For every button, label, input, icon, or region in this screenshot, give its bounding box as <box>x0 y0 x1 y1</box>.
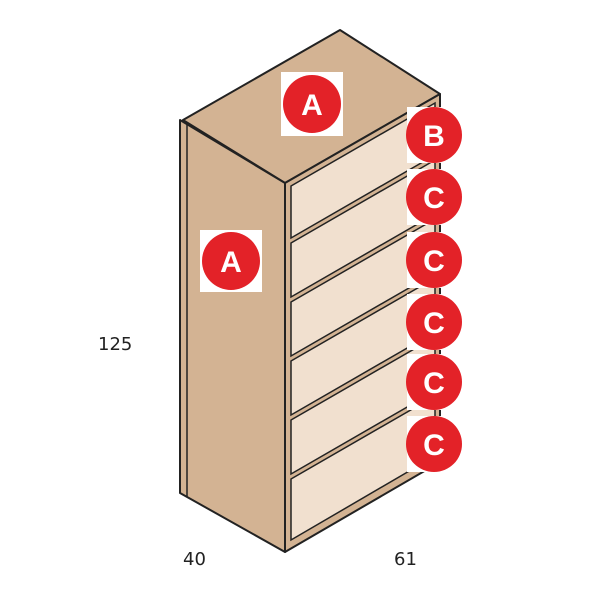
badge-drawer-5: C <box>406 354 463 410</box>
badge-top-label: A <box>301 89 323 122</box>
dimension-width: 61 <box>394 549 417 570</box>
badge-side-label: A <box>220 246 242 279</box>
badge-drawer-3-label: C <box>423 245 445 278</box>
badge-drawer-4-label: C <box>423 307 445 340</box>
dimension-height: 125 <box>98 334 133 355</box>
dimension-depth: 40 <box>183 549 206 570</box>
badge-top: A <box>281 72 343 136</box>
badge-drawer-2: C <box>406 169 463 225</box>
badge-drawer-1-label: B <box>423 120 445 153</box>
badge-drawer-4: C <box>406 294 463 350</box>
badge-drawer-2-label: C <box>423 182 445 215</box>
badge-drawer-1: B <box>406 107 463 163</box>
badge-drawer-6: C <box>406 416 463 472</box>
badge-side: A <box>200 230 262 292</box>
badge-drawer-5-label: C <box>423 367 445 400</box>
badge-drawer-3: C <box>406 232 463 288</box>
badge-drawer-6-label: C <box>423 429 445 462</box>
cabinet-side-panel <box>179 119 286 553</box>
